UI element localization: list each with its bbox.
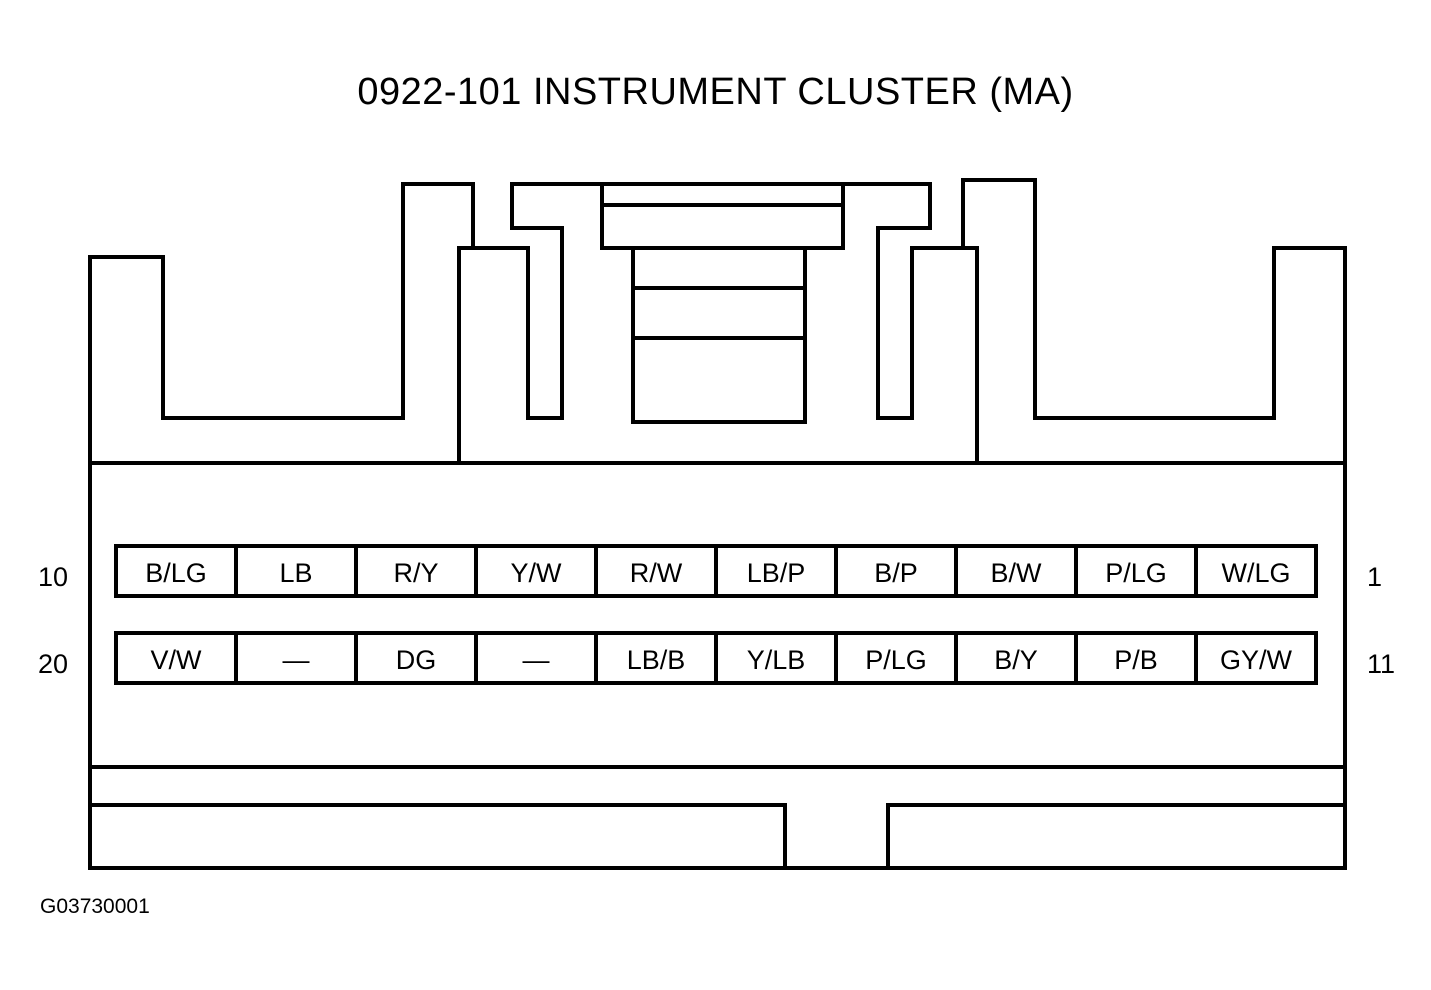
pin-label: DG [396,645,437,675]
pin-label: — [523,645,550,675]
pin-label: W/LG [1221,558,1290,588]
row-2-right-label: 11 [1367,649,1396,679]
pin-label: LB/P [747,558,806,588]
pin-label: B/W [991,558,1043,588]
pin-label: P/LG [865,645,927,675]
pin-label: — [283,645,310,675]
pin-label: LB [279,558,312,588]
pin-label: GY/W [1220,645,1293,675]
connector-body [88,461,1347,870]
pin-label: V/W [151,645,203,675]
diagram-title: 0922-101 INSTRUMENT CLUSTER (MA) [357,71,1074,113]
pin-label: P/B [1114,645,1158,675]
pin-label: Y/W [511,558,563,588]
row-1-right-label: 1 [1367,562,1383,592]
pin-label: P/LG [1105,558,1167,588]
center-key-inner [600,184,845,250]
center-tab [631,246,807,424]
pin-label: R/Y [393,558,438,588]
pin-label: R/W [630,558,683,588]
body-lower-slot [90,803,1345,868]
figure-id: G03730001 [40,895,150,918]
pin-label: LB/B [627,645,686,675]
row-2-left-label: 20 [38,649,69,679]
pin-label: Y/LB [747,645,806,675]
center-key-block [459,182,977,420]
pin-label: B/P [874,558,918,588]
row-1-left-label: 10 [38,562,69,592]
pin-label: B/Y [994,645,1038,675]
pin-label: B/LG [145,558,207,588]
